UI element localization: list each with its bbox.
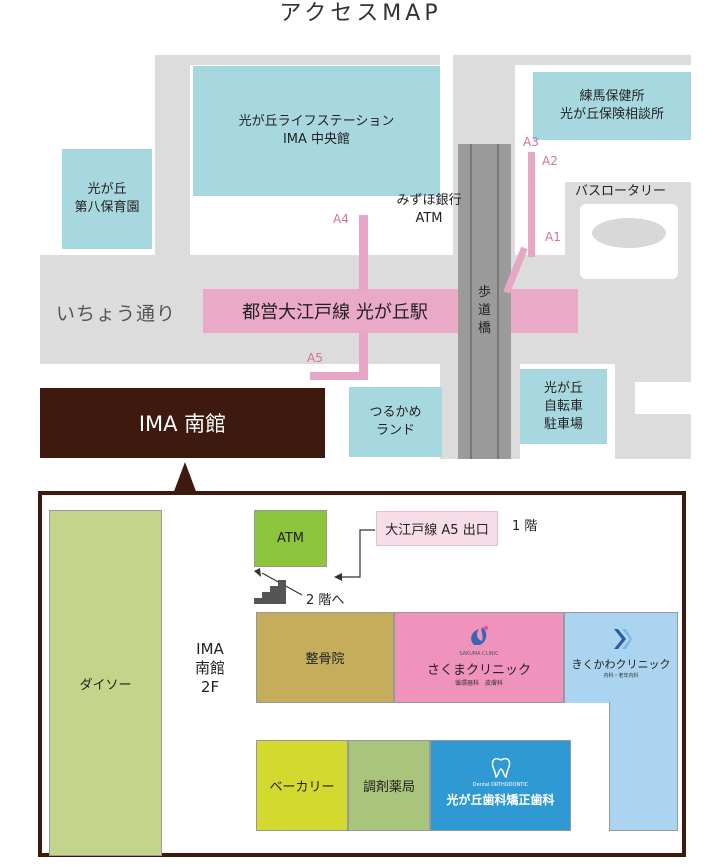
road-top-center [190,55,440,65]
dental-name: 光が丘歯科矯正歯科 [446,793,555,807]
daiso-store: ダイソー [49,510,162,856]
exit-a2-label: A2 [542,154,558,168]
sakuma-logo-text: SAKUMA CLINIC [459,651,499,657]
exit-a4-label: A4 [333,212,349,226]
dental-logo-text: Dental ORTHODONTIC [472,782,529,788]
bakery: ベーカリー [256,740,348,831]
building-tsurukame-land: つるかめ ランド [349,387,442,457]
exit-a1-label: A1 [545,230,561,244]
kikukawa-clinic-upper: きくかわクリニック 内科・老年内科 [564,612,678,703]
bridge-label: 歩 道 橋 [477,285,491,336]
bridge-lines [470,144,499,459]
road-top-right [453,55,691,65]
exit-a3-label: A3 [523,135,539,149]
dental-clinic: Dental ORTHODONTIC 光が丘歯科矯正歯科 [430,740,571,831]
top-map: 光が丘ライフステーション IMA 中央館 光が丘 第八保育園 練馬保健所 光が丘… [0,52,721,462]
bus-rotary-label: バスロータリー [575,184,667,199]
street-label: いちょう通り [56,303,177,325]
exit-a5-line-h [310,372,368,380]
building-health-center: 練馬保健所 光が丘保険相談所 [533,72,691,140]
rotary-island [592,218,666,248]
stairs-icon [254,580,286,604]
exit-a5-line-v [359,333,368,379]
sakuma-sub: 循環器科 皮膚科 [454,680,503,687]
exit-a5-label: A5 [307,351,323,365]
to-2f-label: 2 階へ [306,593,345,608]
sakuma-name: さくまクリニック [426,663,531,678]
sakuma-logo-icon [471,626,488,645]
road-left-vertical [155,55,190,255]
kikukawa-sub: 内科・老年内科 [603,673,639,679]
sakuma-clinic: SAKUMA CLINIC さくまクリニック 循環器科 皮膚科 [394,612,564,703]
building-life-station: 光が丘ライフステーション IMA 中央館 [193,66,440,196]
seikotsu-clinic: 整骨院 [256,612,394,703]
tooth-icon [491,757,510,778]
pharmacy: 調剤薬局 [348,740,430,831]
callout-pointer [173,462,197,494]
kikukawa-name: きくかわクリニック [571,658,671,671]
kikukawa-logo-icon [614,629,632,649]
floor-1-label: 1 階 [512,519,538,534]
exit-a4-line [359,215,368,290]
exit-a5-box: 大江戸線 A5 出口 [376,511,498,546]
floor-atm: ATM [254,510,327,567]
building-nursery: 光が丘 第八保育園 [62,149,152,249]
pedestrian-bridge [458,144,511,459]
station-label: 都営大江戸線 光が丘駅 [242,302,428,323]
exit-a3-line [528,152,535,257]
station-platform [203,289,578,333]
floor-label: IMA 南館 2F [194,640,225,696]
building-bike-parking: 光が丘 自転車 駐車場 [520,369,607,444]
road-gap [635,382,691,414]
map-title: アクセスMAP [279,1,442,26]
kikukawa-clinic-lower [609,702,678,831]
mizuho-atm-label: みずほ銀行 ATM [396,193,462,226]
ima-south-hall-banner: IMA 南館 [40,388,325,458]
